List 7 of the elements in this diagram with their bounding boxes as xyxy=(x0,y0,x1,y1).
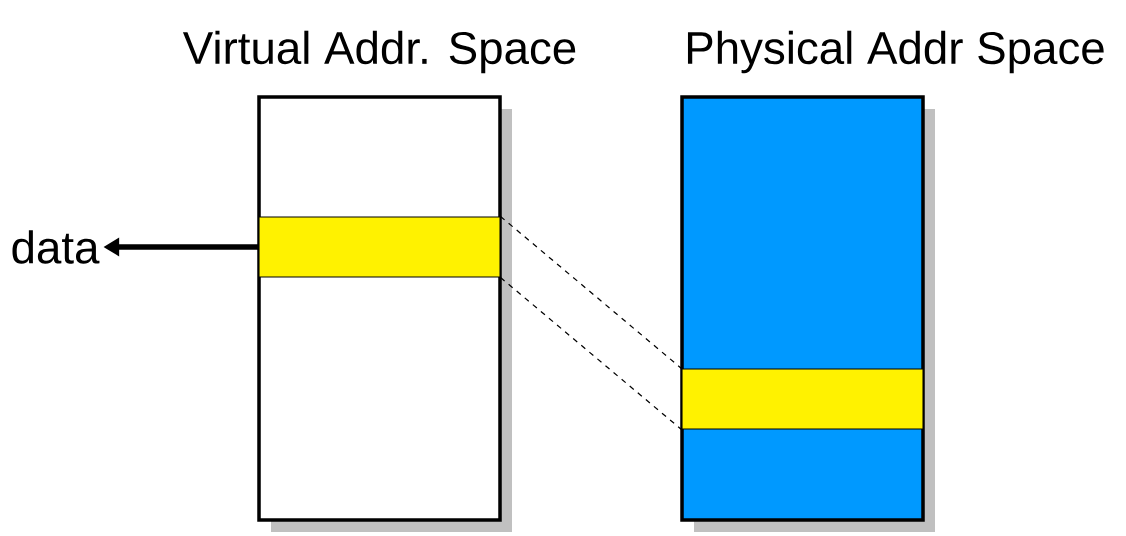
mapped-region-bar xyxy=(258,216,501,278)
mapped-region-bar xyxy=(681,368,924,430)
data-label: data xyxy=(12,230,100,264)
space-title: Virtual Addr. Space xyxy=(182,30,576,74)
space-title: Physical Addr Space xyxy=(687,30,1104,74)
mapping-line xyxy=(499,215,683,370)
mapping-line xyxy=(499,276,683,431)
